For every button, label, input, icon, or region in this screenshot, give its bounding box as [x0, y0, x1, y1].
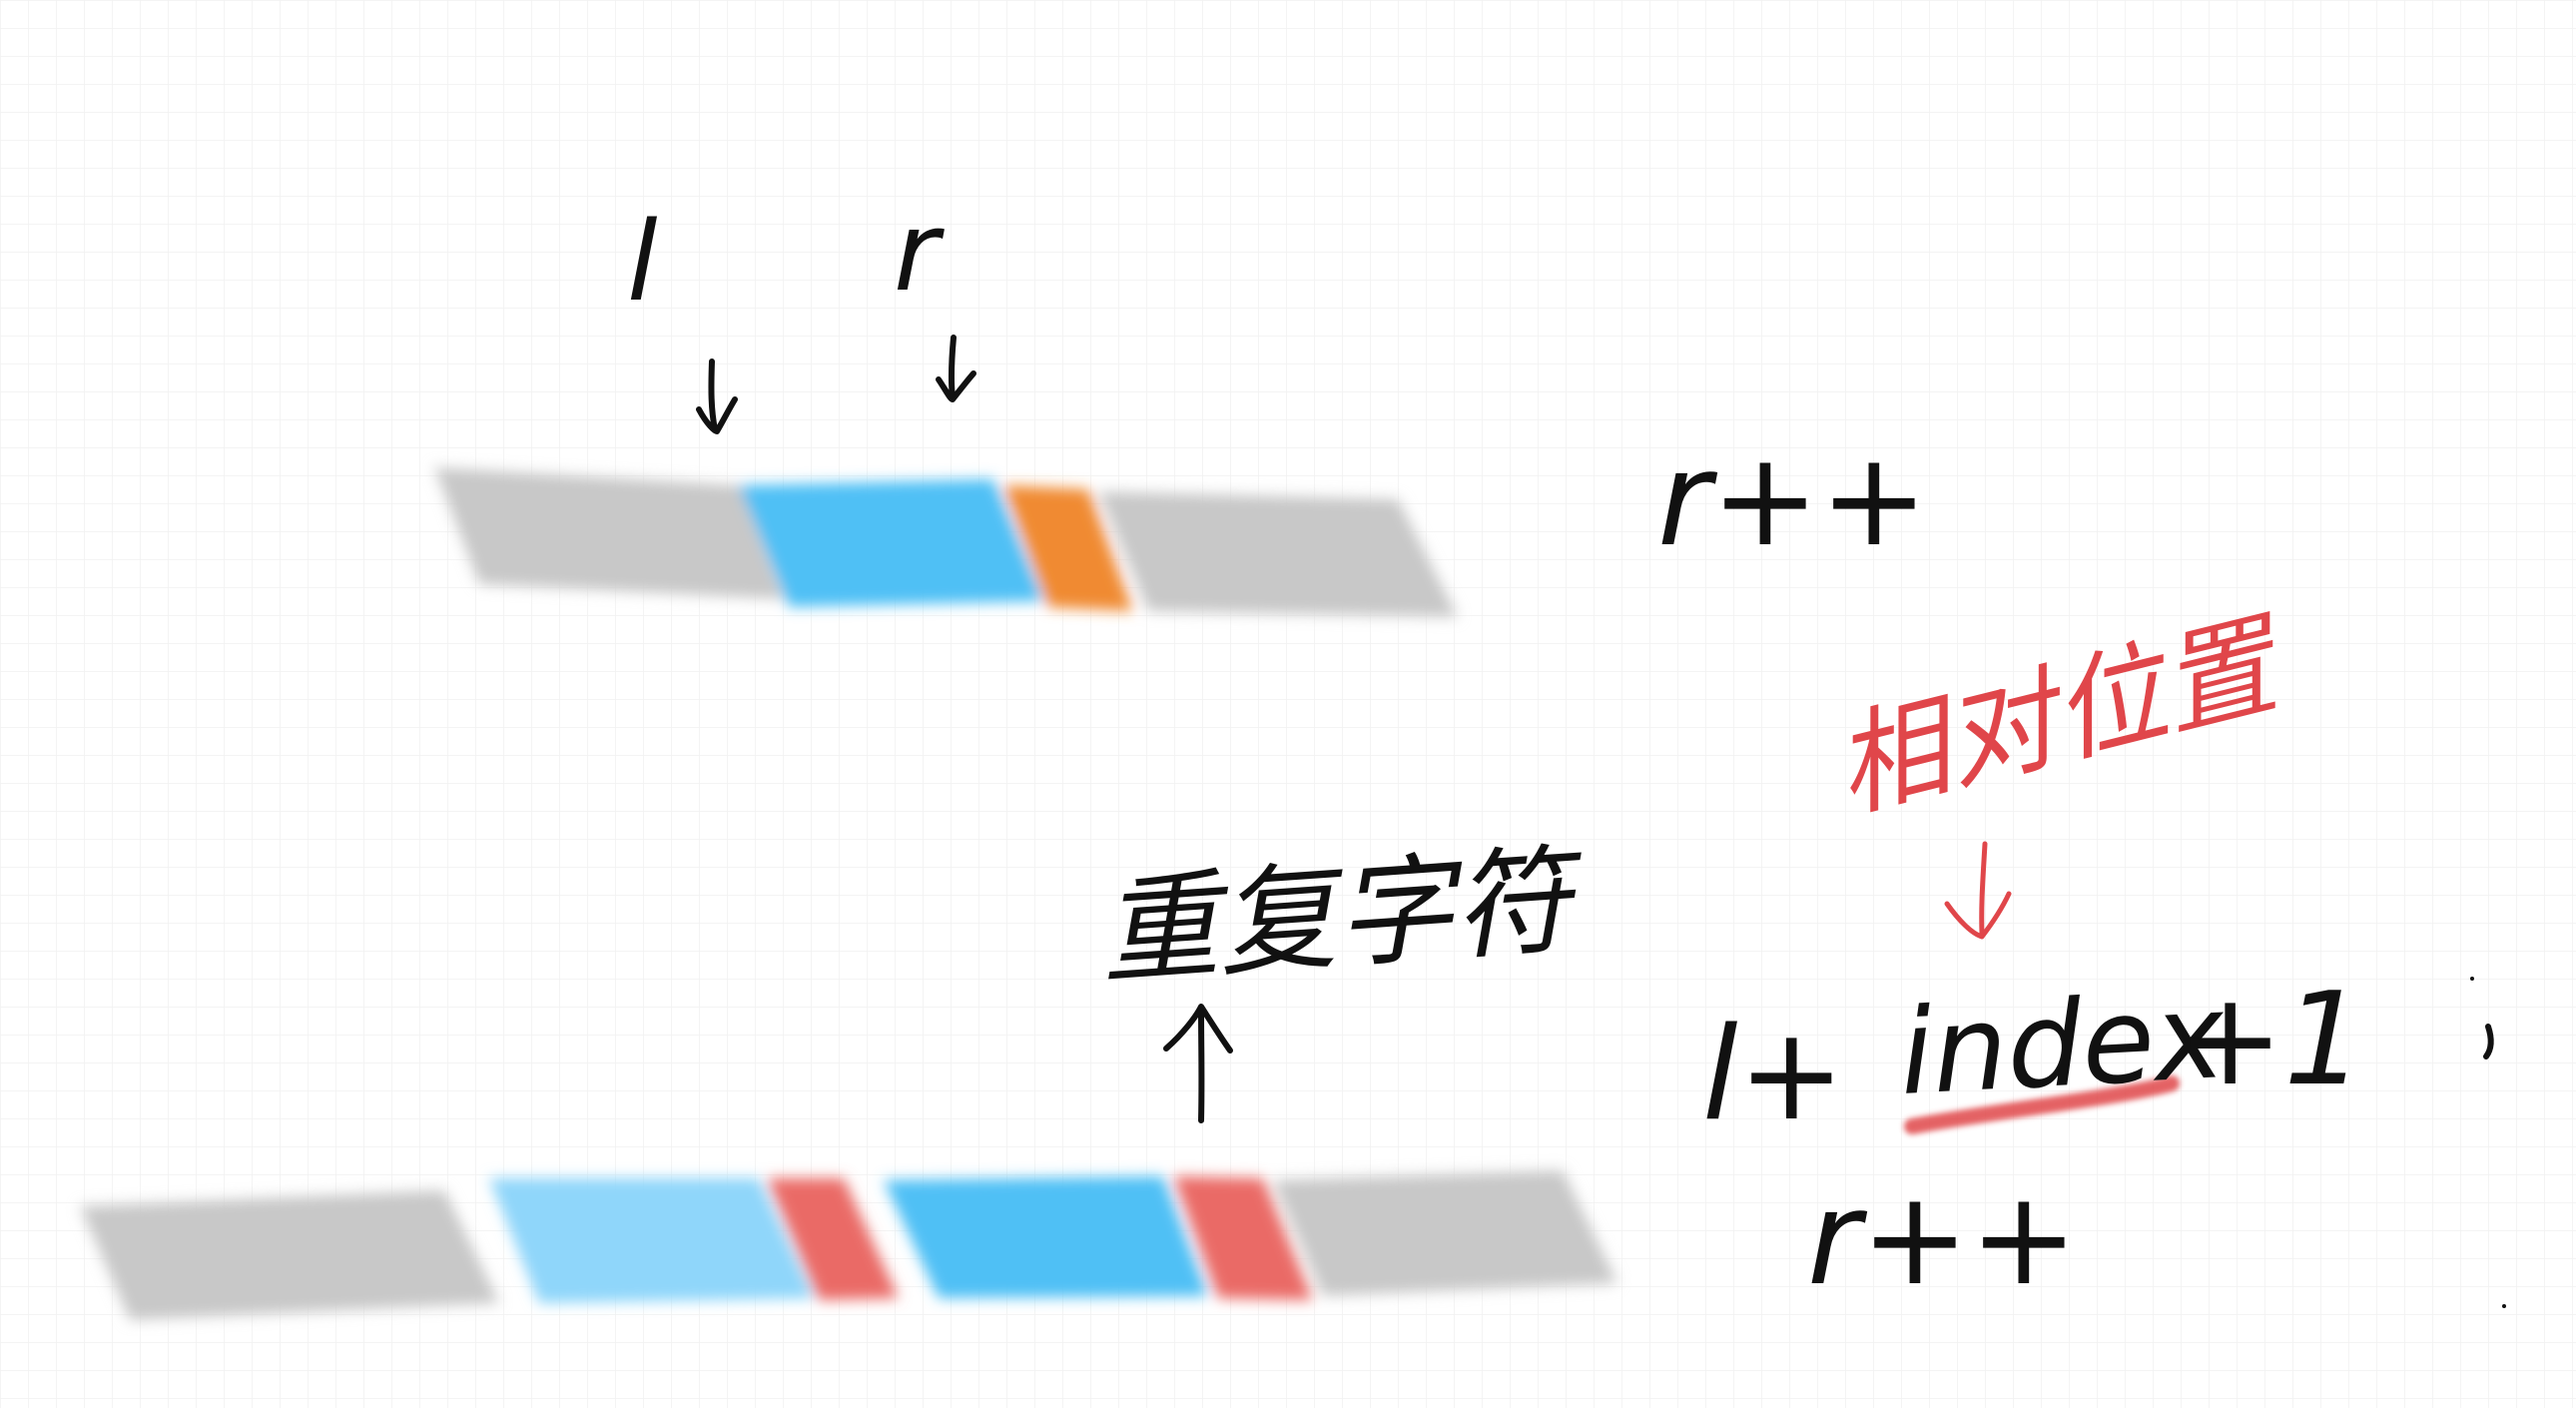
bottom-strip-red-repeat-2 [1173, 1176, 1313, 1300]
right-pointer-group: r [894, 188, 976, 402]
formula-group: l+ index +1 [1702, 966, 2365, 1149]
formula-l-part: l+ [1702, 1001, 1845, 1149]
stray-mark-1 [2483, 1024, 2494, 1059]
repeat-char-label: 重复字符 [1095, 830, 1590, 1002]
right-pointer-label: r [894, 188, 945, 316]
bottom-strip-gray-right [1273, 1170, 1617, 1296]
bottom-strip-red-repeat-1 [767, 1178, 899, 1300]
left-pointer-label: l [627, 198, 658, 326]
repeat-char-group: 重复字符 [1095, 830, 1591, 1123]
bottom-strip-blue-window [884, 1176, 1208, 1298]
bottom-strip-gray-left [80, 1190, 499, 1320]
left-pointer-group: l [627, 198, 738, 434]
top-strip-gray-right [1098, 491, 1458, 617]
formula-index-highlight [1904, 1075, 2180, 1134]
repeat-char-up-arrow [1163, 1004, 1233, 1123]
formula-tail-part: +1 [2177, 966, 2365, 1114]
stray-dot-1 [2470, 977, 2474, 981]
right-pointer-arrow [936, 335, 976, 402]
top-strip-orange-repeat [1003, 485, 1133, 611]
bottom-step-label: r++ [1807, 1162, 2078, 1314]
bottom-strip [80, 1170, 1617, 1320]
top-strip [434, 467, 1458, 617]
formula-index-part: index [1896, 967, 2229, 1121]
left-pointer-arrow [696, 358, 738, 434]
stray-dot-2 [2502, 1304, 2506, 1308]
bottom-strip-light-blue-window [489, 1178, 814, 1303]
relative-position-arrow [1944, 841, 2012, 940]
top-strip-gray-left [434, 467, 784, 599]
top-strip-blue-window [739, 479, 1043, 607]
top-step-label: r++ [1657, 423, 1928, 575]
